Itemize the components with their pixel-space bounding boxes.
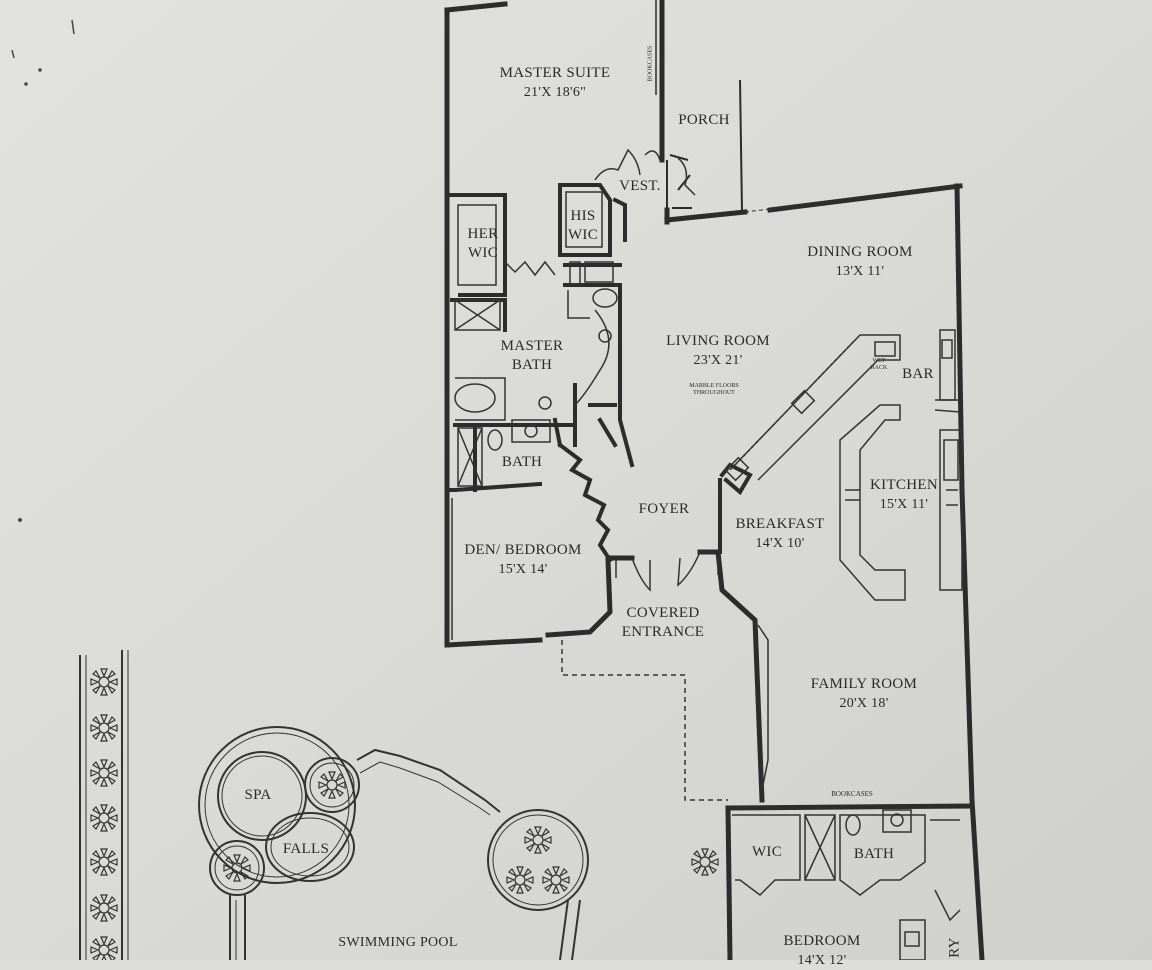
pool-area: [198, 726, 589, 960]
wet-bar-line1: WET: [872, 358, 886, 364]
breakfast-label: BREAKFAST 14'X 10': [735, 515, 824, 553]
breakfast-dims: 14'X 10': [755, 536, 805, 551]
living-room-label: LIVING ROOM 23'X 21': [666, 332, 770, 370]
living-room-note-line2: THROUGHOUT: [693, 390, 735, 396]
spa-name: SPA: [244, 787, 272, 803]
bar-name: BAR: [902, 366, 934, 382]
spa-label: SPA: [244, 786, 271, 805]
bookcases-top-label: BOOKCASES: [648, 46, 655, 82]
swimming-pool-name: SWIMMING POOL: [338, 935, 458, 950]
kitchen-label: KITCHEN 15'X 11': [870, 476, 938, 514]
living-room-note-line1: MARBLE FLOORS: [689, 383, 739, 389]
bookcases-bottom-name: BOOKCASES: [831, 790, 873, 798]
foyer-label: FOYER: [639, 500, 690, 519]
covered-entrance-line2: ENTRANCE: [621, 624, 705, 640]
kitchen-dims: 15'X 11': [879, 497, 929, 512]
vestibule-name: VEST.: [619, 178, 661, 194]
utility-partial-name: RY: [946, 937, 963, 958]
stray-marks: [11, 19, 75, 522]
utility-partial-label: RY: [946, 937, 965, 958]
porch-label: PORCH: [678, 111, 730, 130]
vestibule-label: VEST.: [619, 177, 661, 196]
living-room-name: LIVING ROOM: [666, 333, 770, 349]
foyer-name: FOYER: [638, 501, 690, 517]
dining-room-label: DINING ROOM 13'X 11': [807, 243, 912, 281]
covered-entrance-label: COVERED ENTRANCE: [622, 604, 704, 642]
detail-lines: [451, 148, 963, 960]
breakfast-name: BREAKFAST: [735, 516, 825, 532]
wic2-label: WIC: [752, 843, 782, 862]
his-wic-label: HIS WIC: [568, 207, 598, 245]
falls-label: FALLS: [283, 840, 329, 859]
bedroom-dims: 14'X 12': [797, 953, 847, 968]
bedroom-name: BEDROOM: [783, 933, 861, 949]
falls-name: FALLS: [282, 841, 330, 857]
bath2-name: BATH: [853, 846, 895, 862]
her-wic-label: HER WIC: [468, 225, 499, 263]
family-room-name: FAMILY ROOM: [810, 676, 918, 692]
bath2-label: BATH: [854, 845, 894, 864]
porch-outline: [666, 79, 743, 213]
family-room-label: FAMILY ROOM 20'X 18': [811, 675, 917, 713]
dining-room-name: DINING ROOM: [807, 244, 913, 260]
den-bedroom-label: DEN/ BEDROOM 15'X 14': [464, 541, 581, 579]
dining-room-dims: 13'X 11': [835, 264, 885, 279]
kitchen-name: KITCHEN: [870, 477, 938, 493]
interior-walls: [448, 183, 753, 563]
his-wic-line2: WIC: [567, 227, 599, 243]
living-room-dims: 23'X 21': [693, 353, 743, 368]
bar-label: BAR: [902, 365, 934, 384]
master-bath-line1: MASTER: [500, 338, 564, 354]
wic2-name: WIC: [751, 844, 783, 860]
porch-name: PORCH: [678, 112, 730, 128]
den-bedroom-name: DEN/ BEDROOM: [464, 542, 582, 558]
master-suite-name: MASTER SUITE: [499, 65, 611, 81]
her-wic-line1: HER: [467, 226, 499, 242]
wet-bar-label: WET RACK: [871, 358, 888, 372]
master-suite-dims: 21'X 18'6": [523, 85, 587, 100]
living-room-note: MARBLE FLOORS THROUGHOUT: [689, 383, 739, 397]
bath-name: BATH: [501, 454, 543, 470]
bookcases-top-name: BOOKCASES: [647, 45, 654, 82]
bookcases-bottom-label: BOOKCASES: [831, 790, 873, 798]
garden-bed: [79, 650, 129, 960]
wet-bar-line2: RACK: [870, 365, 888, 371]
covered-entrance-line1: COVERED: [626, 605, 700, 621]
master-suite-label: MASTER SUITE 21'X 18'6": [500, 64, 611, 102]
family-room-dims: 20'X 18': [839, 696, 889, 711]
master-bath-line2: BATH: [511, 357, 553, 373]
bath-label: BATH: [502, 453, 542, 472]
den-bedroom-dims: 15'X 14': [498, 562, 548, 577]
bedroom-label: BEDROOM 14'X 12': [783, 932, 860, 970]
swimming-pool-label: SWIMMING POOL: [338, 933, 457, 952]
exterior-walls: [444, 0, 985, 960]
her-wic-line2: WIC: [467, 245, 499, 261]
master-bath-label: MASTER BATH: [501, 337, 564, 375]
his-wic-line1: HIS: [570, 208, 596, 224]
